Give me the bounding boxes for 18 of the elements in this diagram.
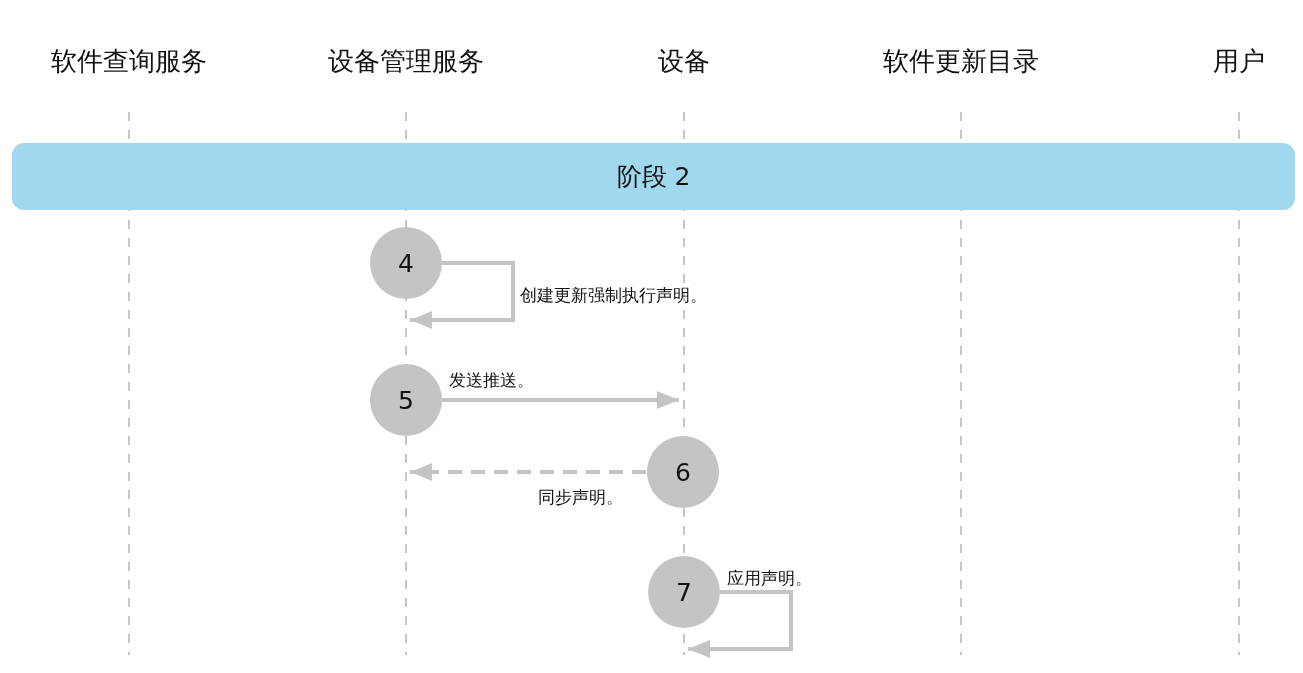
arrow — [442, 391, 679, 409]
phase-band: 阶段 2 — [12, 143, 1295, 210]
lane-header: 设备管理服务 — [328, 45, 484, 78]
edge-label: 发送推送。 — [449, 369, 534, 391]
arrow — [410, 463, 646, 481]
arrow — [688, 590, 793, 658]
edge-label: 应用声明。 — [727, 567, 812, 589]
arrow — [410, 261, 515, 329]
edge-label: 创建更新强制执行声明。 — [520, 284, 707, 306]
lane-header: 用户 — [1213, 45, 1265, 78]
step-circle: 5 — [370, 364, 442, 436]
lane-header: 软件查询服务 — [51, 45, 207, 78]
lane-header: 设备 — [658, 45, 710, 78]
step-circle: 7 — [648, 556, 720, 628]
edge-label: 同步声明。 — [538, 486, 623, 508]
lane-header: 软件更新目录 — [883, 45, 1039, 78]
step-circle: 4 — [370, 227, 442, 299]
step-circle: 6 — [647, 436, 719, 508]
